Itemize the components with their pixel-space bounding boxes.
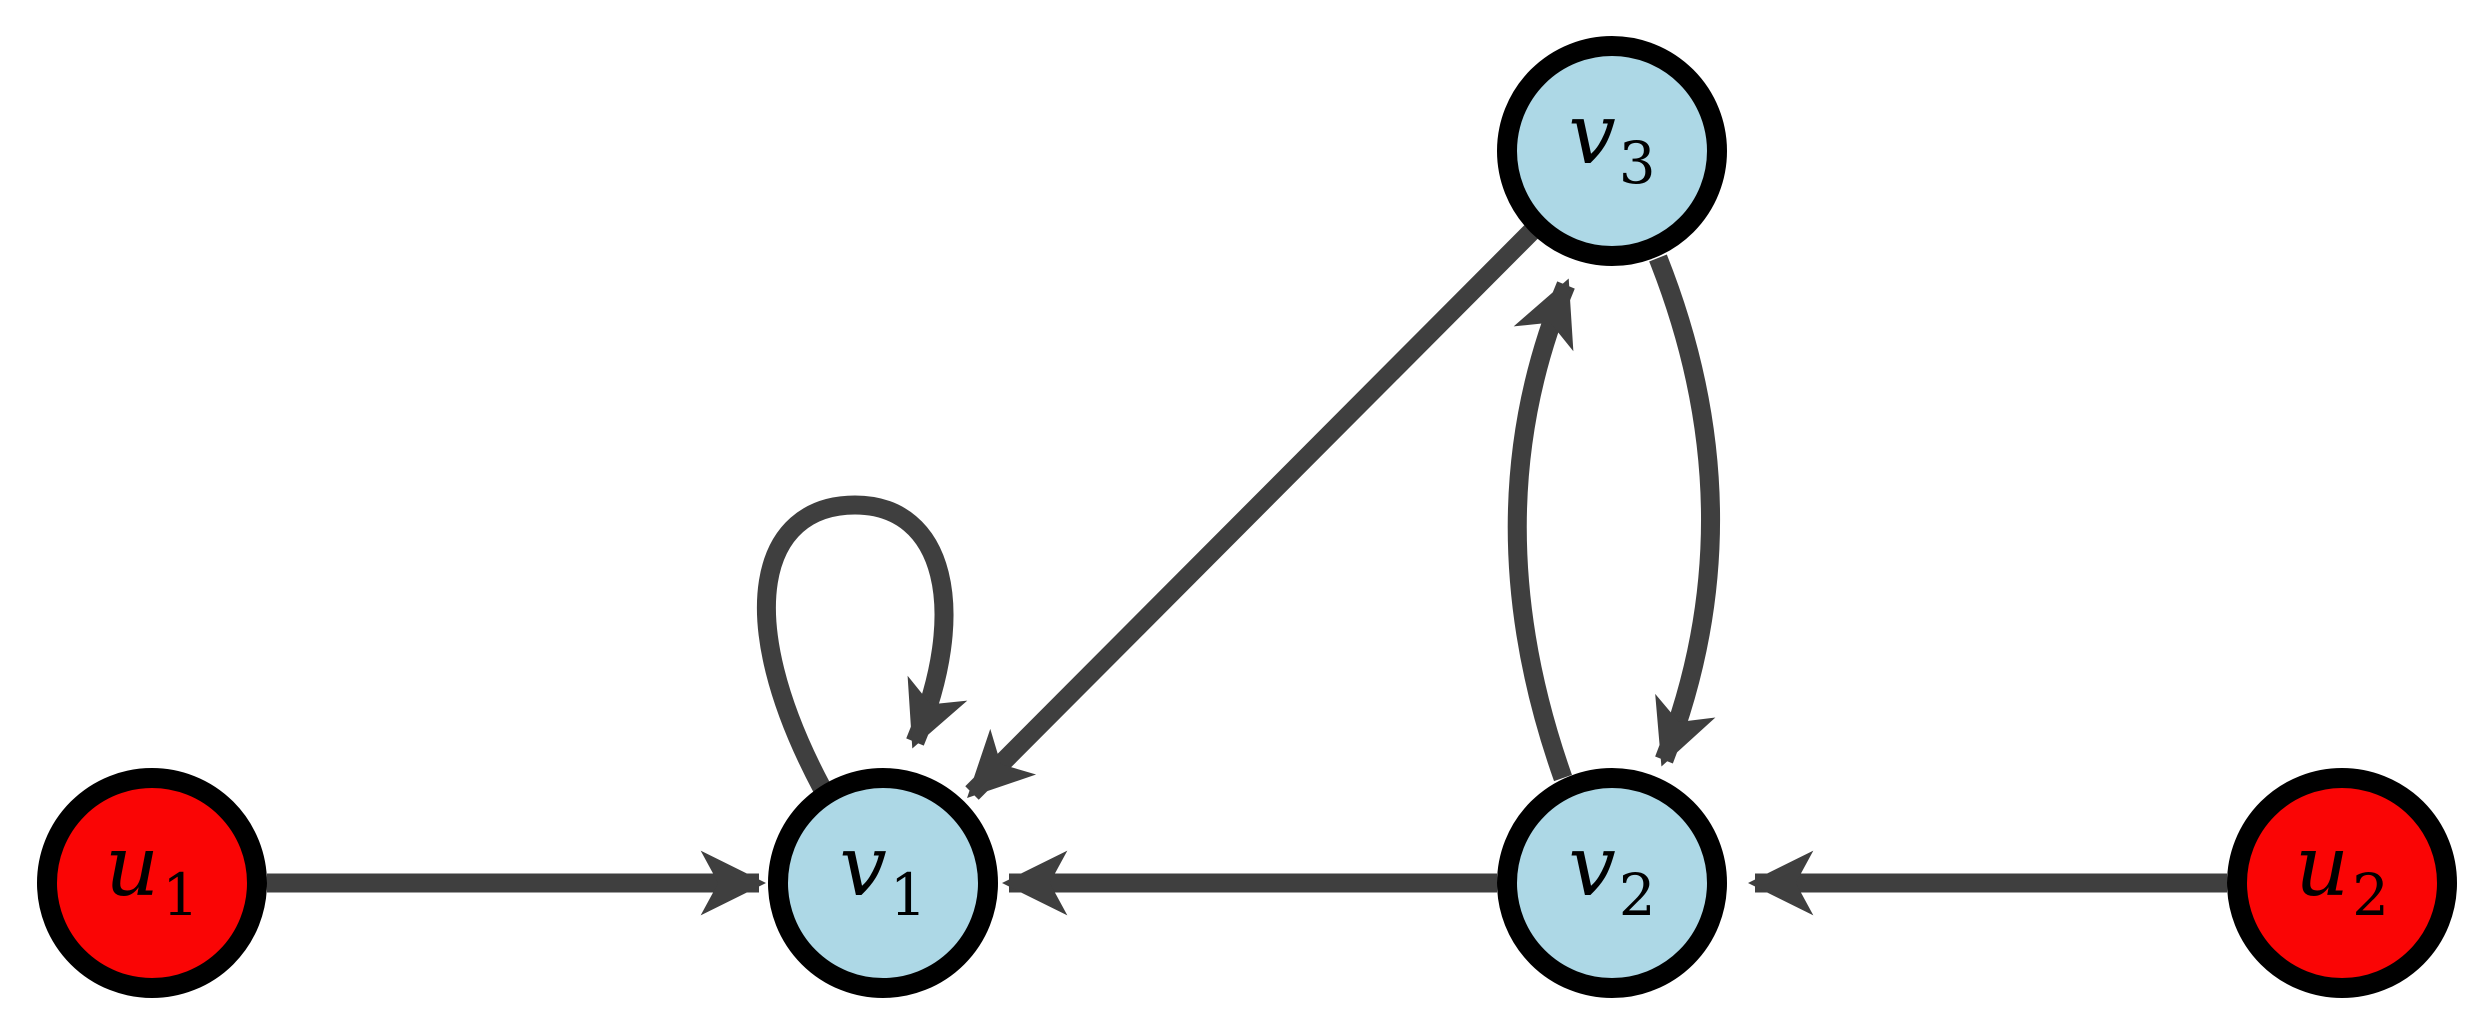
node-v1-label: v1: [839, 817, 926, 929]
node-u2-label: u2: [2295, 817, 2389, 929]
node-v3-label: v3: [1568, 85, 1655, 197]
node-v3-circle: [1497, 36, 1727, 266]
node-u1-label: u1: [105, 817, 199, 929]
node-u2: u2: [2227, 768, 2457, 998]
node-u1-circle: [37, 768, 267, 998]
node-v2-label: v2: [1568, 817, 1655, 929]
node-v3: v3: [1497, 36, 1727, 266]
node-v2: v2: [1497, 768, 1727, 998]
edge-v1-self-loop: [756, 495, 968, 793]
node-v1-circle: [768, 768, 998, 998]
node-v2-circle: [1497, 768, 1727, 998]
edge-v2-to-v3: [1507, 278, 1575, 782]
edge-layer: [267, 225, 2227, 916]
node-v1: v1: [768, 768, 998, 998]
node-u2-circle: [2227, 768, 2457, 998]
node-u1: u1: [37, 768, 267, 998]
edge-v3-to-v2: [1649, 254, 1721, 767]
edge-v3-to-v1: [965, 225, 1538, 800]
